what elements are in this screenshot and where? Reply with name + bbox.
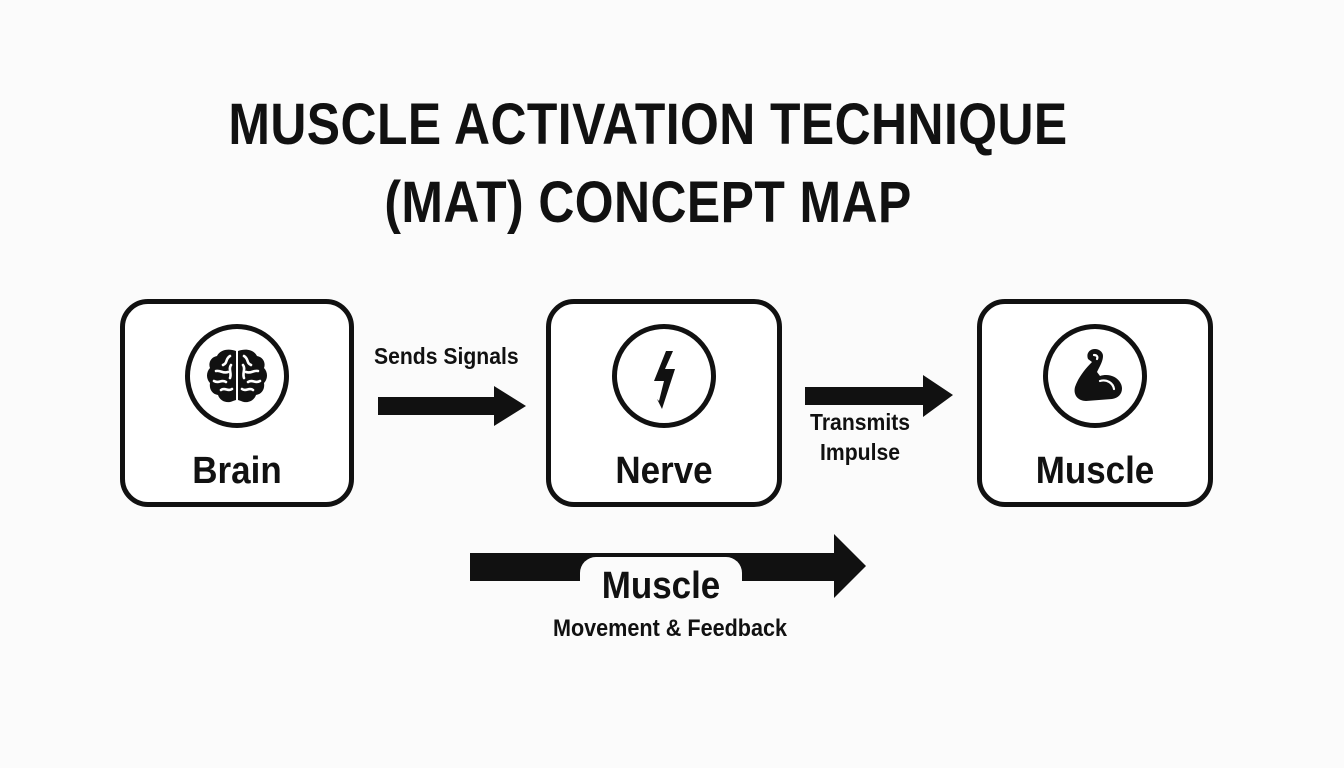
node-nerve: Nerve <box>546 299 782 507</box>
feedback-subtitle: Movement & Feedback <box>552 615 788 642</box>
title-line-1: MUSCLE ACTIVATION TECHNIQUE <box>228 92 1068 157</box>
node-label-muscle: Muscle <box>1035 450 1155 492</box>
edge-label-transmits: Transmits <box>810 409 911 435</box>
node-label-nerve: Nerve <box>615 450 713 492</box>
feedback-title: Muscle <box>601 565 721 607</box>
edge-label-sends-signals: Sends Signals <box>374 343 519 369</box>
diagram-title: MUSCLE ACTIVATION TECHNIQUE (MAT) CONCEP… <box>91 86 1206 242</box>
node-brain: Brain <box>120 299 354 507</box>
edge-label-impulse: Impulse <box>820 439 901 465</box>
brain-icon <box>185 324 289 428</box>
feedback-label-background <box>580 557 742 609</box>
node-muscle: Muscle <box>977 299 1213 507</box>
node-label-brain: Brain <box>192 450 282 492</box>
flexed-bicep-icon <box>1043 324 1147 428</box>
lightning-bolt-icon <box>612 324 716 428</box>
arrow-brain-to-nerve <box>378 386 526 426</box>
arrow-nerve-to-muscle <box>805 375 953 417</box>
title-line-2: (MAT) CONCEPT MAP <box>384 170 912 235</box>
edge-label-transmits-impulse: Transmits Impulse <box>803 407 917 467</box>
